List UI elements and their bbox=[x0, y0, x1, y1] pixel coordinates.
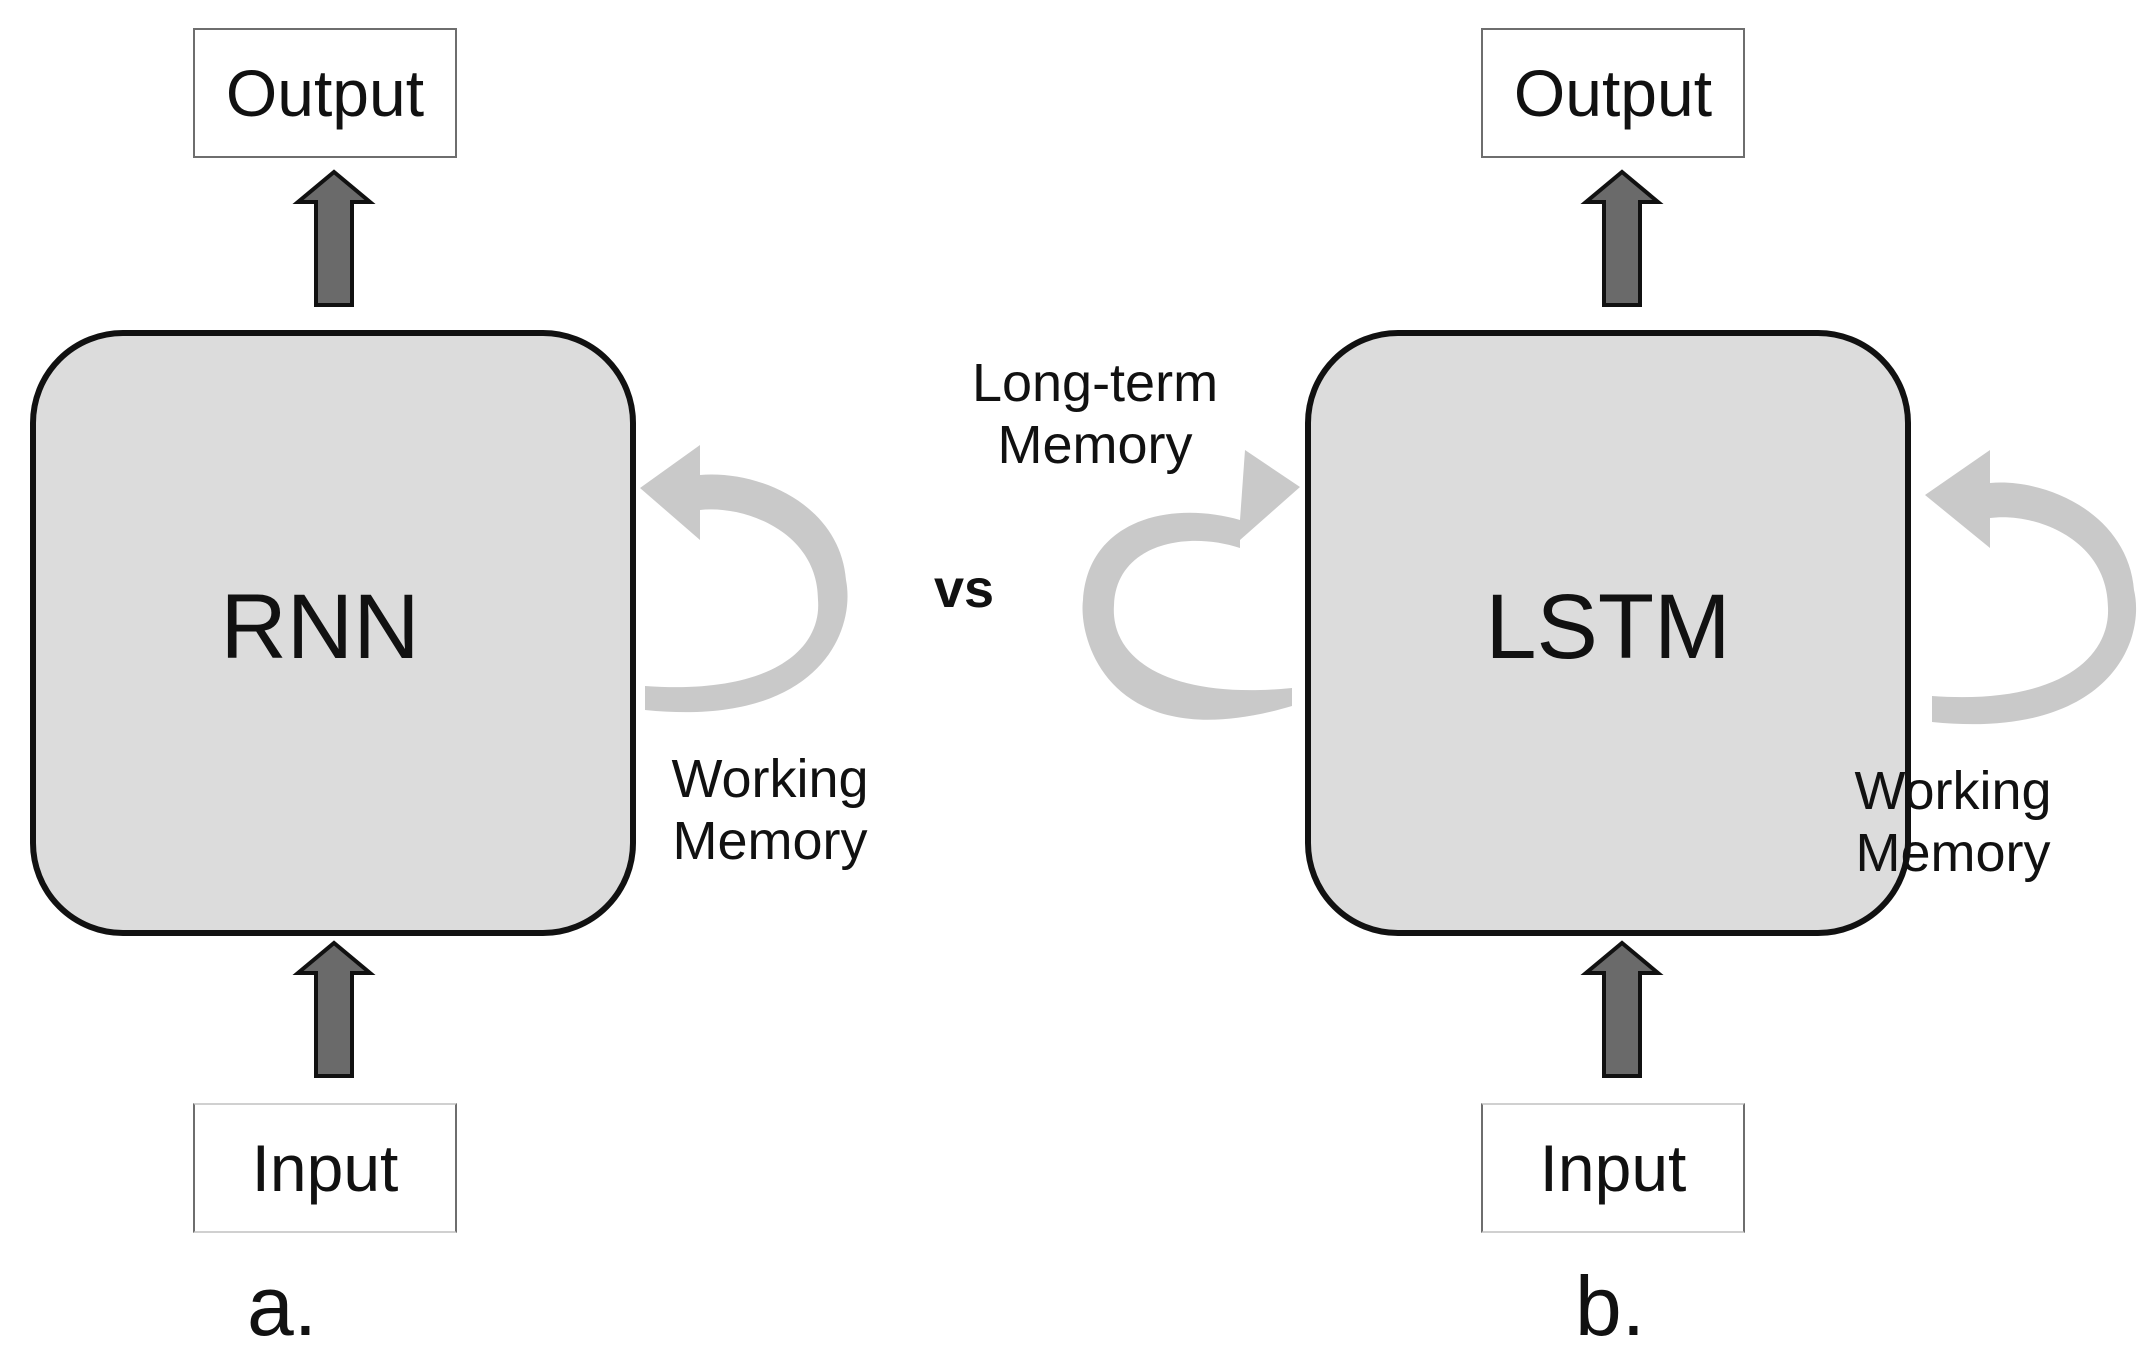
lstm-input-label: Input bbox=[1539, 1131, 1687, 1205]
rnn-output-box: Output bbox=[193, 28, 457, 158]
lstm-long-term-memory-line-2: Memory bbox=[997, 415, 1193, 476]
rnn-input-arrow bbox=[292, 940, 376, 1078]
lstm-input-arrow bbox=[1580, 940, 1664, 1078]
rnn-working-memory-line-2: Memory bbox=[672, 811, 868, 872]
lstm-long-term-memory-line-1: Long-term bbox=[971, 353, 1219, 413]
lstm-working-memory-line-1: Working bbox=[1854, 761, 2052, 821]
lstm-working-memory-line-2: Memory bbox=[1855, 823, 2051, 884]
lstm-output-arrow bbox=[1580, 169, 1664, 307]
lstm-output-label: Output bbox=[1513, 56, 1713, 130]
rnn-cell bbox=[30, 330, 636, 936]
lstm-long-term-memory-arrow bbox=[1082, 450, 1300, 720]
lstm-working-memory-label: Working Memory bbox=[1783, 760, 2123, 884]
vs-label: vs bbox=[934, 559, 995, 619]
panel-tag-a: a. bbox=[247, 1259, 318, 1353]
lstm-input-box: Input bbox=[1481, 1103, 1745, 1233]
panel-tag-b: b. bbox=[1575, 1259, 1646, 1353]
lstm-output-box: Output bbox=[1481, 28, 1745, 158]
rnn-input-label: Input bbox=[251, 1131, 399, 1205]
rnn-working-memory-label: Working Memory bbox=[590, 748, 950, 872]
rnn-output-label: Output bbox=[225, 56, 425, 130]
rnn-output-arrow bbox=[292, 169, 376, 307]
lstm-cell-label: LSTM bbox=[1485, 576, 1731, 678]
rnn-cell-label: RNN bbox=[220, 576, 420, 678]
lstm-long-term-memory-label: Long-term Memory bbox=[915, 352, 1275, 476]
lstm-working-memory-arrow bbox=[1925, 450, 2137, 725]
rnn-input-box: Input bbox=[193, 1103, 457, 1233]
rnn-working-memory-line-1: Working bbox=[671, 749, 869, 809]
rnn-working-memory-arrow bbox=[640, 445, 848, 713]
lstm-cell bbox=[1305, 330, 1911, 936]
